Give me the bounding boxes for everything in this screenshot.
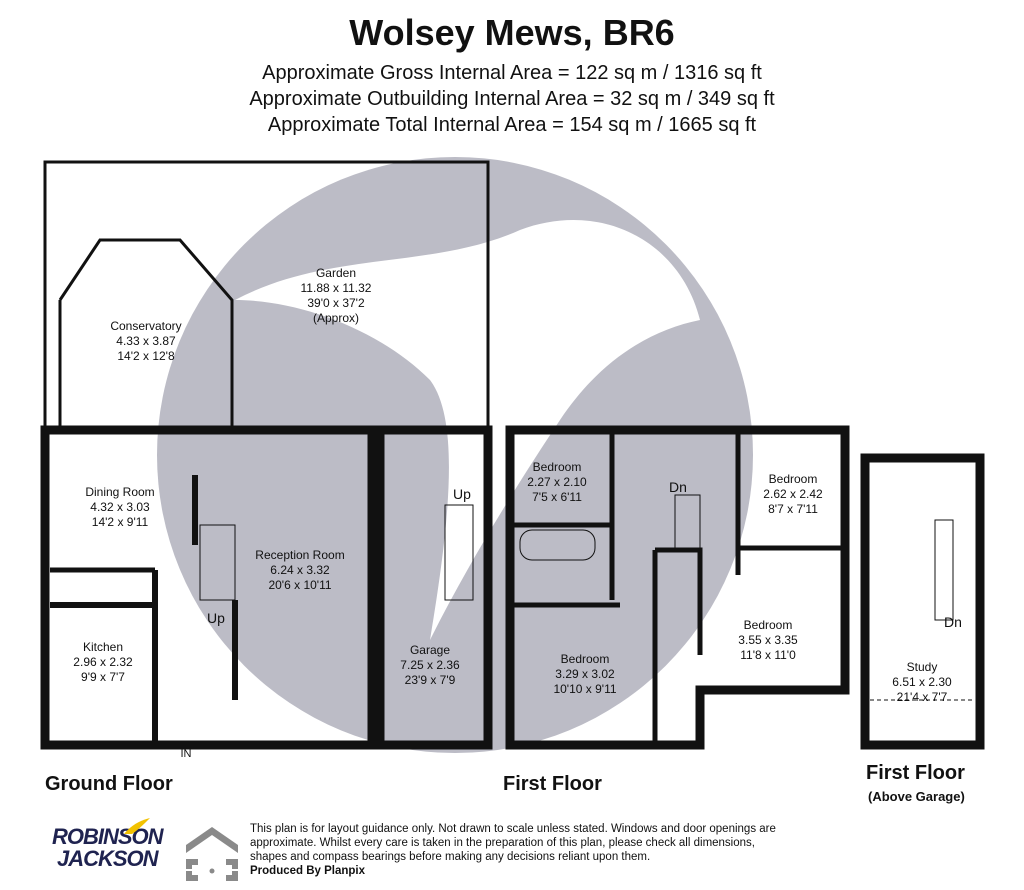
disclaimer: This plan is for layout guidance only. N…	[250, 822, 790, 878]
entrance-label: IN	[180, 748, 192, 760]
study-stairs-down-label: Dn	[944, 614, 962, 630]
study-walls	[860, 453, 985, 750]
stairs-up-label: Up	[207, 610, 225, 626]
bird-icon	[124, 818, 150, 834]
garage-stairs-up-label: Up	[453, 486, 471, 502]
ground-floor-label: Ground Floor	[45, 773, 173, 795]
first-floor-walls	[505, 425, 850, 750]
total-area: Approximate Total Internal Area = 154 sq…	[267, 114, 757, 136]
gross-area: Approximate Gross Internal Area = 122 sq…	[262, 62, 762, 84]
first-floor-garage-label: First Floor	[866, 762, 965, 784]
stairs-down-label: Dn	[669, 479, 687, 495]
produced-by: Produced By Planpix	[250, 865, 366, 877]
planpix-logo-icon	[186, 827, 238, 881]
outbuilding-area: Approximate Outbuilding Internal Area = …	[249, 88, 775, 110]
above-garage-label: (Above Garage)	[868, 789, 965, 804]
first-floor-label: First Floor	[503, 773, 602, 795]
page-title: Wolsey Mews, BR6	[349, 12, 675, 53]
ground-floor-walls	[40, 160, 493, 750]
